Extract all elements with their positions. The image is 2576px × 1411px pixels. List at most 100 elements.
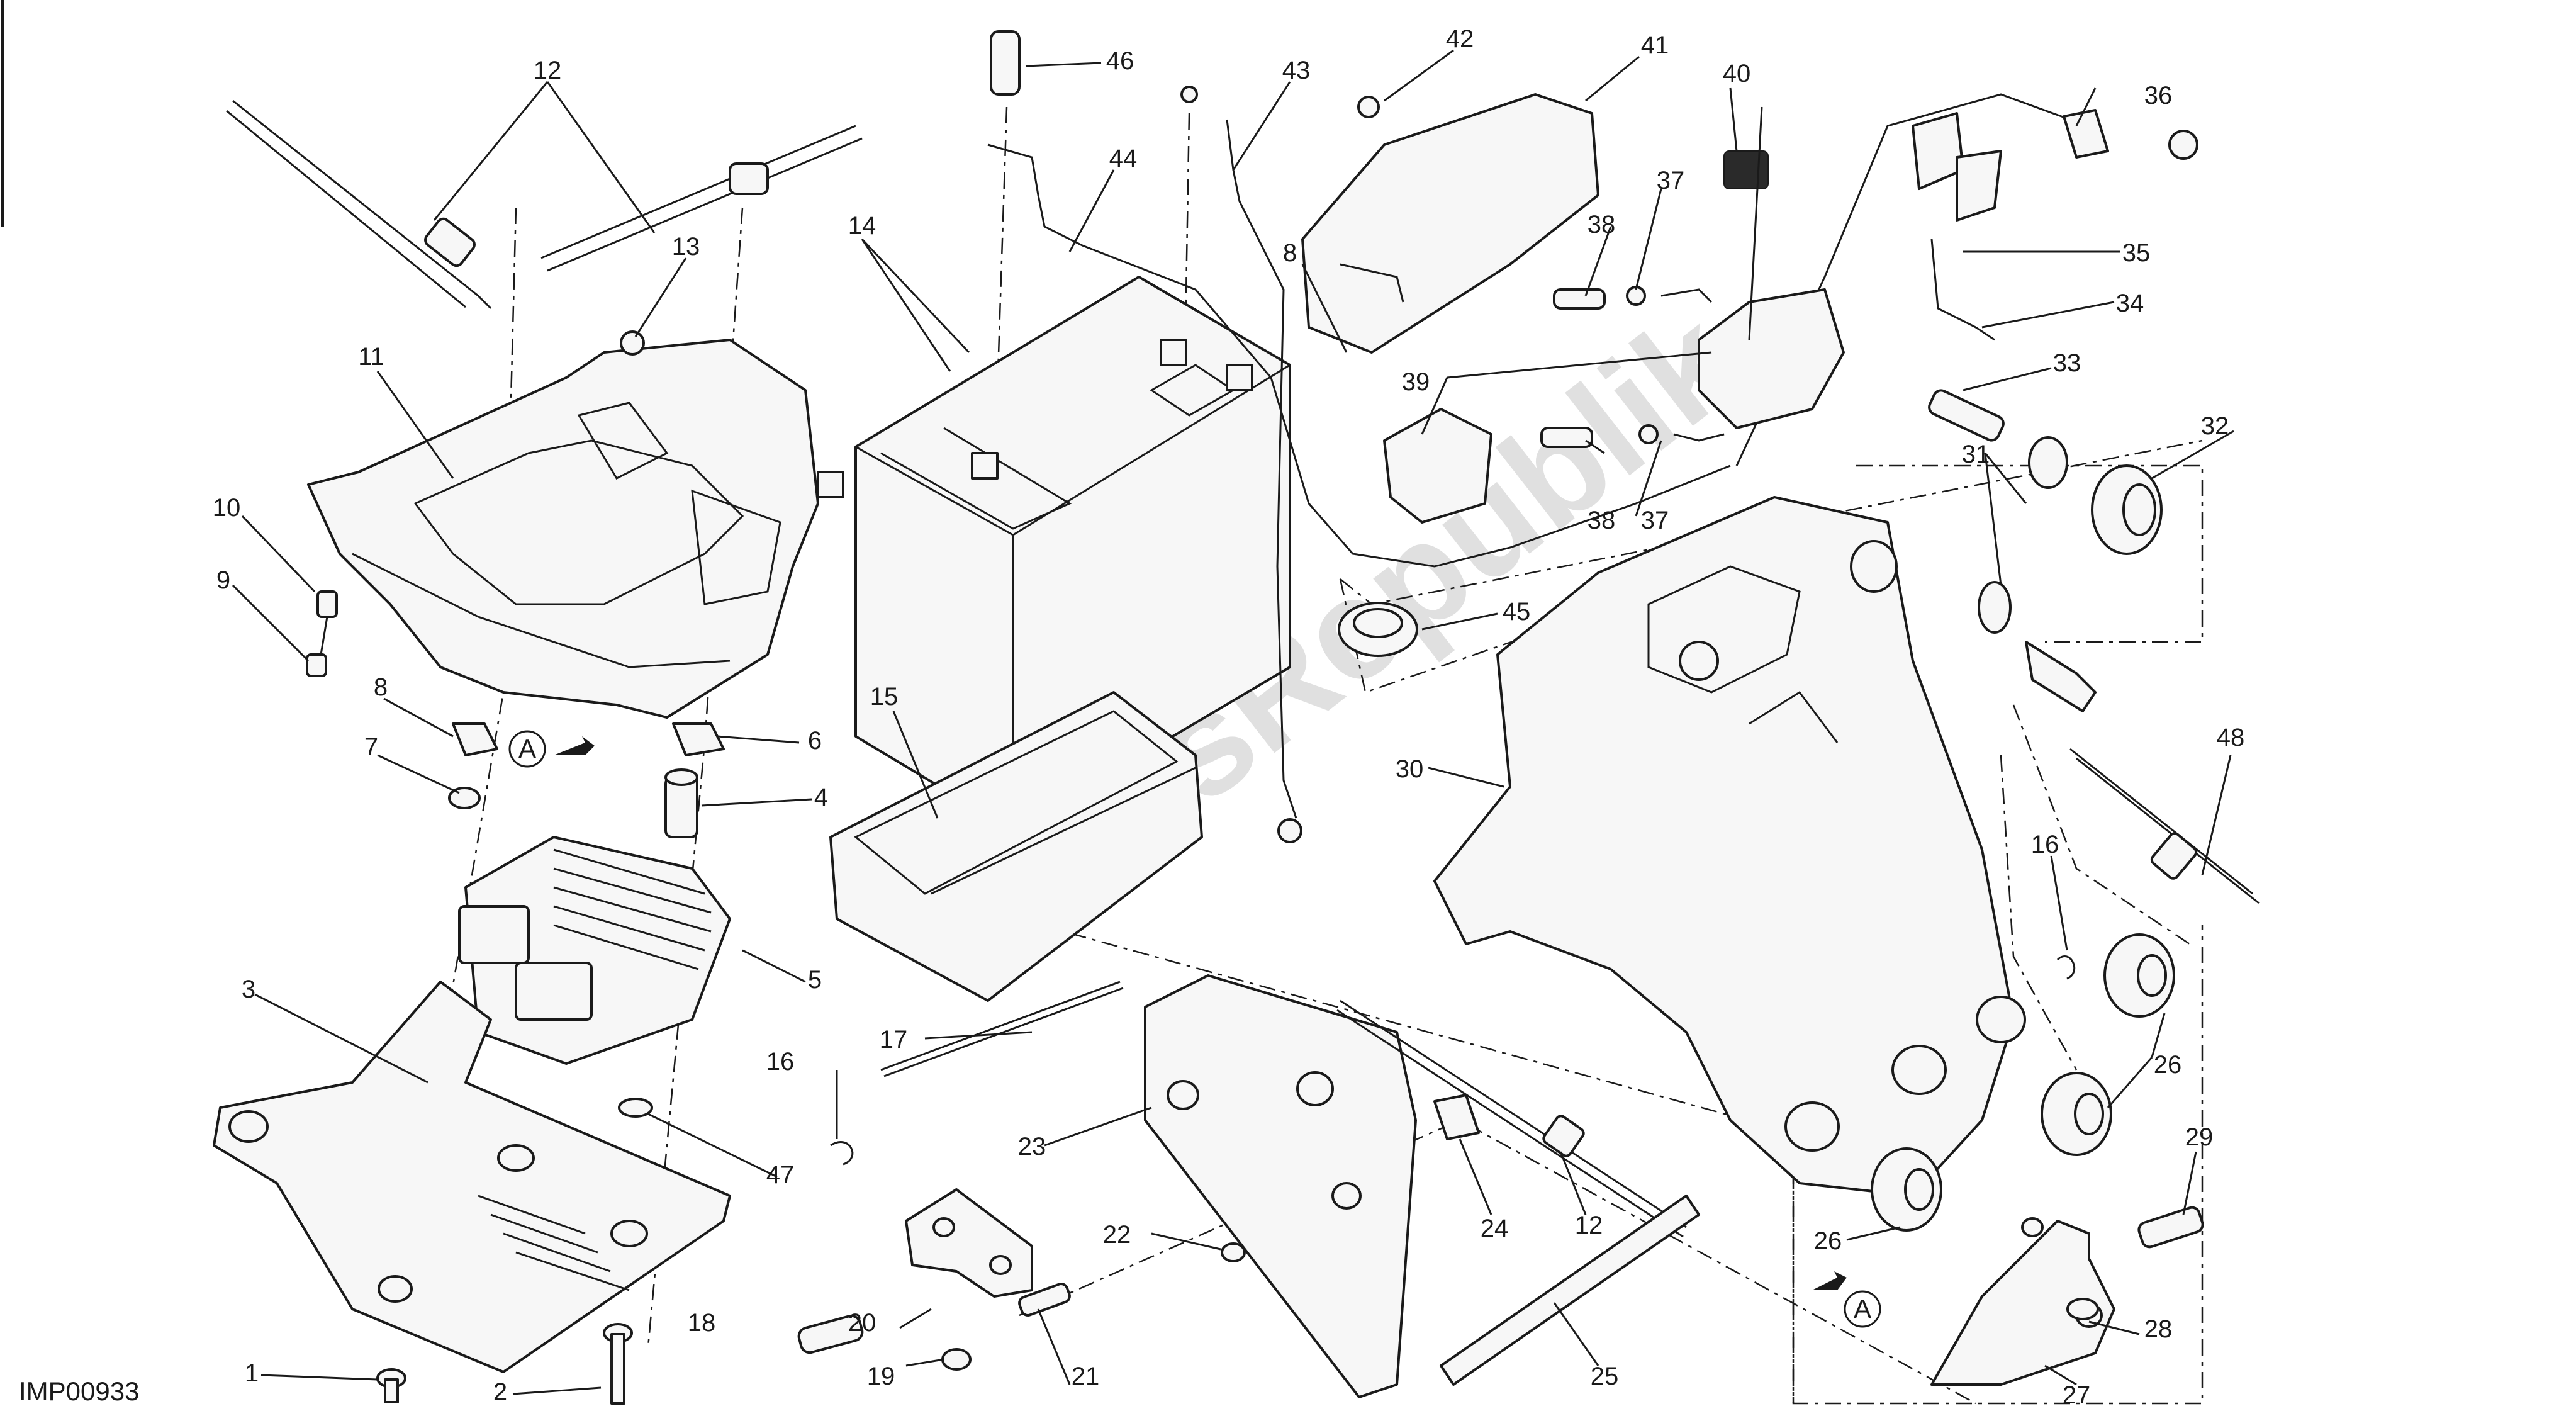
callout-40: 40 bbox=[1723, 60, 1751, 87]
battery bbox=[854, 276, 1291, 832]
callout-7: 7 bbox=[364, 733, 378, 761]
callout-29: 29 bbox=[2185, 1123, 2214, 1151]
callout-46: 46 bbox=[1106, 47, 1134, 75]
nut-19 bbox=[941, 1348, 972, 1371]
cable-tie-lower bbox=[1336, 999, 1687, 1238]
callout-25: 25 bbox=[1591, 1363, 1619, 1390]
section-marker-left: A bbox=[508, 730, 595, 768]
svg-text:A: A bbox=[518, 734, 536, 763]
callout-12: 12 bbox=[534, 57, 562, 84]
callout-2: 2 bbox=[493, 1378, 507, 1406]
rubber-bushings bbox=[1871, 933, 2175, 1232]
terminal-cap bbox=[990, 30, 1021, 96]
bracket-27 bbox=[1930, 1217, 2115, 1386]
callout-19: 19 bbox=[867, 1363, 895, 1390]
bolt-18 bbox=[797, 1314, 864, 1354]
callout-8-left: 8 bbox=[374, 673, 388, 701]
terminal-37 bbox=[1626, 286, 1725, 444]
callout-27: 27 bbox=[2063, 1381, 2091, 1409]
callout-11: 11 bbox=[358, 343, 384, 371]
callout-47: 47 bbox=[766, 1161, 795, 1189]
voltage-regulator bbox=[458, 836, 731, 1065]
bolt-43 bbox=[1180, 86, 1198, 103]
cable-tie-48 bbox=[2069, 748, 2260, 904]
callout-10: 10 bbox=[213, 494, 241, 522]
callout-36: 36 bbox=[2144, 82, 2173, 110]
callout-9: 9 bbox=[216, 566, 230, 594]
callout-3: 3 bbox=[242, 975, 255, 1003]
callout-4: 4 bbox=[814, 784, 828, 811]
callout-37-bottom: 37 bbox=[1641, 507, 1669, 534]
washer-13 bbox=[620, 330, 645, 356]
callout-39: 39 bbox=[1402, 368, 1430, 396]
callout-6: 6 bbox=[808, 727, 822, 755]
bracket-20 bbox=[905, 1188, 1033, 1298]
section-marker-right: A bbox=[1812, 1271, 1881, 1328]
callout-28: 28 bbox=[2144, 1315, 2173, 1343]
washer-47 bbox=[618, 1098, 653, 1118]
bolt-29 bbox=[2137, 1206, 2204, 1249]
callout-32: 32 bbox=[2201, 412, 2229, 440]
battery-pad-left bbox=[817, 471, 844, 498]
callout-30: 30 bbox=[1396, 755, 1424, 783]
callout-18: 18 bbox=[688, 1309, 716, 1337]
washer-31 bbox=[1978, 436, 2068, 634]
callout-5: 5 bbox=[808, 966, 822, 994]
screw-1 bbox=[376, 1368, 406, 1403]
callout-8-right: 8 bbox=[1283, 239, 1297, 267]
callout-42: 42 bbox=[1446, 25, 1474, 53]
callout-12-lower: 12 bbox=[1575, 1211, 1603, 1239]
callout-22: 22 bbox=[1103, 1221, 1131, 1249]
callout-41: 41 bbox=[1641, 31, 1669, 59]
battery-box bbox=[829, 691, 1203, 1002]
callout-38-top: 38 bbox=[1588, 211, 1616, 239]
side-plate-23 bbox=[1144, 974, 1417, 1398]
callout-21: 21 bbox=[1072, 1363, 1100, 1390]
callout-15: 15 bbox=[870, 683, 899, 711]
callout-16-right: 16 bbox=[2031, 831, 2059, 858]
washer-28 bbox=[2066, 1298, 2099, 1320]
callout-35: 35 bbox=[2122, 239, 2151, 267]
callout-45: 45 bbox=[1503, 598, 1531, 626]
callout-48: 48 bbox=[2217, 724, 2245, 751]
pin bbox=[2025, 641, 2097, 712]
bracket-plate bbox=[213, 981, 731, 1373]
frame-bracket bbox=[1433, 496, 2026, 1197]
battery-pad-right bbox=[1226, 364, 1253, 391]
relay bbox=[1383, 288, 1845, 524]
clip-nut-8-left bbox=[448, 722, 498, 809]
bracket-34 bbox=[1912, 112, 2002, 341]
leader-lines bbox=[232, 49, 2234, 1395]
callout-1: 1 bbox=[245, 1359, 259, 1387]
callout-20: 20 bbox=[848, 1309, 876, 1337]
bolt-21 bbox=[1018, 1283, 1071, 1317]
part-number-labels: 12 13 11 10 9 8 7 6 4 5 3 47 1 2 14 15 4… bbox=[213, 25, 2245, 1409]
callout-43: 43 bbox=[1282, 57, 1311, 84]
callout-34: 34 bbox=[2116, 290, 2144, 317]
clip-16-left bbox=[830, 1141, 854, 1166]
grommet-32 bbox=[2091, 464, 2163, 555]
svg-text:A: A bbox=[1854, 1294, 1871, 1324]
callout-37-top: 37 bbox=[1657, 167, 1685, 194]
bolt-38 bbox=[1540, 288, 1606, 448]
battery-tray bbox=[307, 339, 819, 719]
clip-16-right bbox=[2056, 955, 2076, 980]
callout-13: 13 bbox=[672, 233, 700, 261]
callout-44: 44 bbox=[1109, 145, 1138, 172]
callout-26-right: 26 bbox=[2154, 1051, 2182, 1079]
grommet-45 bbox=[1338, 602, 1418, 657]
rod-17 bbox=[880, 981, 1124, 1077]
callout-26-left: 26 bbox=[1814, 1227, 1842, 1255]
callout-24: 24 bbox=[1481, 1215, 1509, 1242]
screw-2 bbox=[603, 1323, 633, 1405]
screw-42 bbox=[1357, 96, 1380, 118]
callout-38-bottom: 38 bbox=[1588, 507, 1616, 534]
callout-17: 17 bbox=[880, 1026, 908, 1054]
callout-16-left: 16 bbox=[766, 1048, 795, 1076]
fuse-box-cover bbox=[1301, 93, 1599, 354]
callout-14: 14 bbox=[848, 212, 876, 240]
screw-bolt-9 bbox=[306, 590, 338, 677]
callout-23: 23 bbox=[1018, 1133, 1046, 1161]
